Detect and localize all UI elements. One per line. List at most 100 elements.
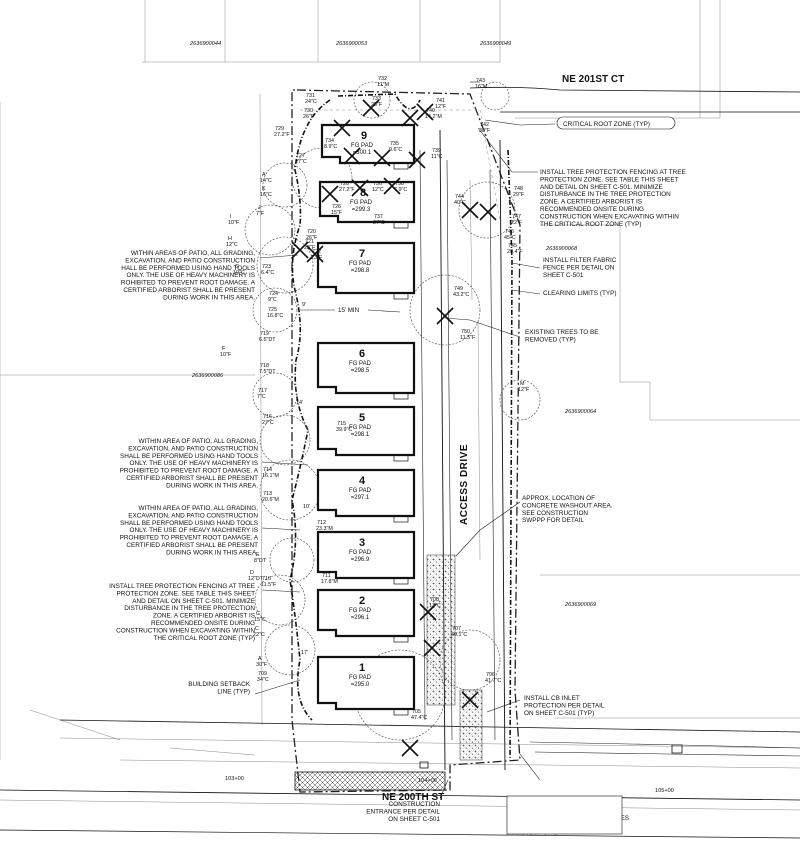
tree-removal-x [306, 245, 324, 263]
tree-letter: J [258, 205, 261, 211]
unit-pad-elevation: =299.3 [352, 207, 371, 213]
building-outline [316, 341, 416, 395]
building-unit-4: 4FG PAD=297.1 [316, 468, 416, 523]
tree-size: 15"C [254, 617, 266, 623]
tree-number: 705 [412, 709, 421, 715]
tree-letter: G [235, 264, 239, 270]
letter-tree-label: M12"F [518, 381, 530, 393]
tree-size: 12"DT [248, 576, 264, 582]
tree-size: 8.9"C [324, 144, 337, 150]
station-label: 104+00 [418, 778, 437, 784]
tree-size: 23.3"M [316, 526, 333, 532]
unit-pad-label: FG PAD [349, 675, 372, 681]
letter-tree-label: C15"C [254, 611, 266, 623]
unit-number: 7 [359, 248, 365, 260]
tree-size: 10"F [228, 220, 240, 226]
porch [393, 292, 409, 300]
unit-number: 1 [359, 662, 365, 674]
tree-number: 718 [260, 363, 269, 369]
tree-size: 20.6"M [262, 497, 279, 503]
tree-size: 15"F [331, 210, 343, 216]
tree-size: 10"F [220, 352, 232, 358]
building-outline [316, 468, 416, 518]
unit-number: 3 [359, 537, 365, 549]
tree-removal-x [383, 177, 401, 195]
tree-size: 25"F [371, 102, 383, 108]
letter-tree-label: I10"F [228, 214, 240, 226]
tree-size: 40"C [454, 200, 466, 206]
building-unit-1: 1FG PAD=295.0 [316, 655, 416, 716]
building-unit-9: 9FG PAD=300.1 [320, 123, 416, 170]
tree-size: 6.4"C [261, 270, 274, 276]
tree-size: 30"F [479, 128, 491, 134]
tree-size: 11"M [377, 82, 390, 88]
unit-number: 9 [361, 130, 367, 142]
tree-removal-x [333, 119, 351, 137]
tree-removal-x [419, 603, 437, 621]
letter-tree-label: A14"C [260, 172, 272, 184]
unit-number: 4 [359, 475, 366, 487]
tree-size: 7.9"C [394, 187, 407, 193]
porch [393, 635, 409, 643]
tree-size: 45"C [504, 235, 516, 241]
tree-size: 12"C [226, 242, 238, 248]
parcel-label: 2636900044 [189, 41, 221, 47]
tree-size: 49.1"C [451, 632, 467, 638]
tree-number: 720 [307, 229, 316, 235]
tree-size: 27.2"F [274, 132, 290, 138]
tree-size: 26"F [303, 114, 315, 120]
tree-letter: F [222, 346, 226, 352]
access-drive-label: ACCESS DRIVE [459, 444, 470, 525]
letter-tree-label: D12"DT [248, 570, 264, 582]
tree-number: 731 [306, 93, 315, 99]
building-outline [316, 241, 416, 295]
tree-size: 14.2"M [425, 114, 442, 120]
filter-fabric-fence [507, 149, 513, 761]
tree-number: 707 [452, 626, 461, 632]
unit-pad-label: FG PAD [349, 608, 372, 614]
building-unit-7: 7FG PAD=298.8 [316, 241, 416, 300]
tree-size: 7"C [257, 394, 266, 400]
tree-size: 22"C [253, 632, 265, 638]
tree-removal-x [351, 179, 369, 197]
inlet-note-box [506, 795, 623, 835]
callout-patio-1: WITHIN AREAS OF PATIO, ALL GRADING,EXCAV… [121, 250, 256, 301]
tree-size: 9.6"C [389, 147, 402, 153]
unit-pad-elevation: =298.5 [351, 368, 370, 374]
parcel-label: 2636900064 [564, 409, 596, 415]
tree-removal-x [362, 99, 380, 117]
tree-size: 12"F [518, 387, 530, 393]
tree-size: 39.9"C [336, 427, 352, 433]
tree-size: 27.2"F [339, 187, 355, 193]
tree-letter: D [250, 570, 254, 576]
tree-size: 16.8"C [267, 313, 283, 319]
tree-size: 11.5"F [460, 335, 476, 341]
callout-clearing-limits: CLEARING LIMITS (TYP) [543, 290, 617, 297]
min-setback-label: 15' MIN [338, 307, 359, 314]
tree-number: 745 [508, 243, 517, 249]
letter-tree-label: F10"F [220, 346, 232, 358]
porch [393, 577, 409, 585]
